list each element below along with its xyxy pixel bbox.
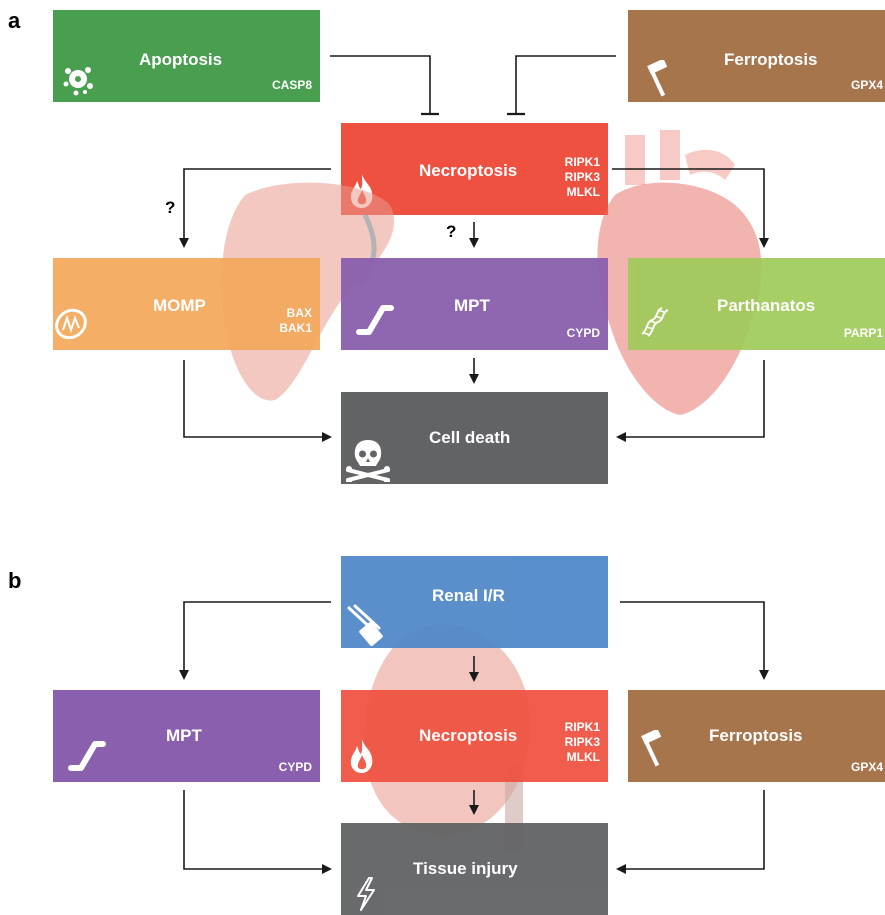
necroptosis-box: Necroptosis RIPK1 RIPK3 MLKL bbox=[341, 123, 608, 215]
necroptosis-box-b: Necroptosis RIPK1 RIPK3 MLKL bbox=[341, 690, 608, 782]
gene-mlkl: MLKL bbox=[566, 185, 600, 199]
gene-ripk1: RIPK1 bbox=[564, 155, 600, 169]
mpt-gene-a: CYPD bbox=[566, 326, 600, 340]
arrow-mpt-tissue-injury bbox=[183, 790, 332, 874]
apoptosis-inhibits-necroptosis bbox=[330, 55, 431, 114]
arrow-momp-cell-death bbox=[183, 360, 332, 442]
ferroptosis-title-b: Ferroptosis bbox=[709, 726, 803, 745]
flame-icon bbox=[350, 739, 373, 773]
momp-title: MOMP bbox=[153, 296, 206, 315]
cell-death-title: Cell death bbox=[429, 428, 511, 447]
mpt-box-a: MPT CYPD bbox=[341, 258, 608, 350]
ferroptosis-box-b: Ferroptosis GPX4 bbox=[628, 690, 885, 782]
apoptosis-title: Apoptosis bbox=[139, 50, 223, 69]
tissue-injury-box: Tissue injury bbox=[341, 823, 608, 915]
hammer-icon bbox=[641, 730, 662, 767]
cell-death-box: Cell death bbox=[341, 392, 608, 484]
tissue-injury-title: Tissue injury bbox=[413, 859, 518, 878]
ferroptosis-title: Ferroptosis bbox=[724, 50, 818, 69]
ferroptosis-gene: GPX4 bbox=[850, 78, 883, 92]
gene-bak1: BAK1 bbox=[279, 321, 312, 335]
ferroptosis-gene-b: GPX4 bbox=[850, 760, 883, 774]
momp-genes: BAX BAK1 bbox=[279, 306, 312, 336]
hammer-icon bbox=[647, 60, 668, 97]
question-mark-center: ? bbox=[446, 222, 457, 241]
gene-ripk3: RIPK3 bbox=[564, 170, 600, 184]
arrow-parthanatos-cell-death bbox=[616, 360, 765, 442]
pore-icon bbox=[68, 741, 106, 771]
lightning-icon bbox=[357, 877, 375, 911]
mpt-gene-b: CYPD bbox=[278, 760, 312, 774]
gene-ripk3-b: RIPK3 bbox=[564, 735, 600, 749]
necroptosis-title-b: Necroptosis bbox=[419, 726, 518, 745]
gene-bax: BAX bbox=[286, 306, 312, 320]
necroptosis-genes-b: RIPK1 RIPK3 MLKL bbox=[565, 720, 600, 765]
dna-icon bbox=[641, 307, 669, 337]
apoptosis-box: Apoptosis CASP8 bbox=[53, 10, 320, 102]
gene-mlkl-b: MLKL bbox=[566, 750, 600, 764]
question-mark-left: ? bbox=[165, 198, 176, 217]
arrow-renal-mpt bbox=[179, 601, 331, 680]
panel-b-label: b bbox=[8, 568, 22, 593]
gene-ripk1-b: RIPK1 bbox=[564, 720, 600, 734]
momp-box: MOMP BAX BAK1 bbox=[53, 258, 320, 350]
mpt-box-b: MPT CYPD bbox=[53, 690, 320, 782]
clamp-icon bbox=[347, 604, 383, 646]
mpt-title-b: MPT bbox=[166, 726, 202, 745]
mpt-title-a: MPT bbox=[454, 296, 490, 315]
renal-ir-title: Renal I/R bbox=[432, 586, 505, 605]
skull-icon bbox=[346, 440, 390, 482]
arrow-renal-ferroptosis bbox=[620, 601, 769, 680]
necroptosis-title: Necroptosis bbox=[419, 161, 518, 180]
arrow-necroptosis-momp bbox=[179, 168, 331, 248]
pore-icon bbox=[356, 305, 394, 335]
apoptotic-cell-icon bbox=[63, 67, 93, 96]
apoptosis-gene: CASP8 bbox=[271, 78, 312, 92]
parthanatos-gene: PARP1 bbox=[843, 326, 883, 340]
arrow-necroptosis-parthanatos bbox=[612, 168, 769, 248]
mitochondrion-icon bbox=[55, 308, 87, 340]
ferroptosis-box: Ferroptosis GPX4 bbox=[628, 10, 885, 102]
arrow-ferroptosis-tissue-injury bbox=[616, 790, 765, 874]
parthanatos-title: Parthanatos bbox=[717, 296, 816, 315]
parthanatos-box: Parthanatos PARP1 bbox=[628, 258, 885, 350]
renal-ir-box: Renal I/R bbox=[341, 556, 608, 648]
necroptosis-genes: RIPK1 RIPK3 MLKL bbox=[565, 155, 600, 200]
panel-a-label: a bbox=[8, 8, 21, 33]
ferroptosis-inhibits-necroptosis bbox=[515, 55, 616, 114]
